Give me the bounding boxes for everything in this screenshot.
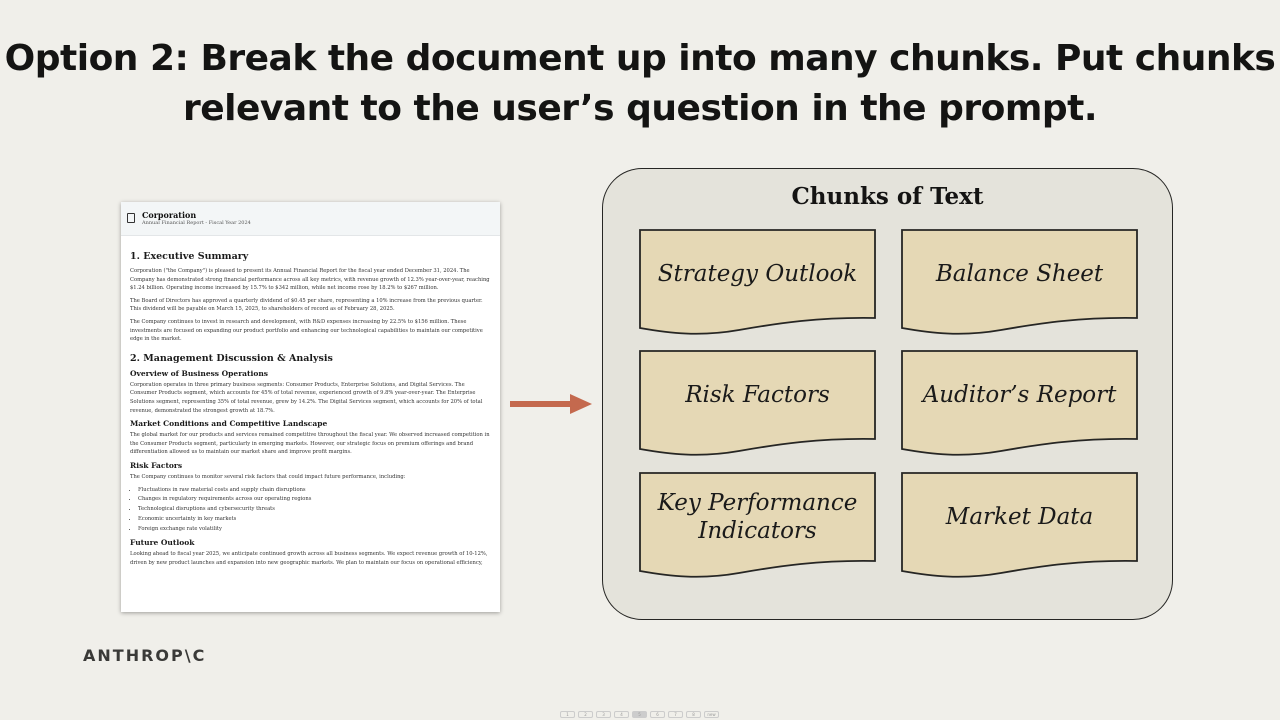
chunk-label: Auditor’s Report <box>922 382 1117 408</box>
list-item: Economic uncertainty in key markets <box>138 515 491 525</box>
chunk-label: Key Performance Indicators <box>657 490 858 544</box>
chunk-label: Risk Factors <box>685 382 830 408</box>
document-header: Corporation Annual Financial Report - Fi… <box>121 202 500 236</box>
chunk-card: Key Performance Indicators <box>639 472 876 580</box>
chunk-shape <box>639 472 876 578</box>
subsection-heading: Overview of Business Operations <box>130 368 268 378</box>
chunk-shape <box>639 229 876 335</box>
document-preview: Corporation Annual Financial Report - Fi… <box>121 202 500 612</box>
title-prefix: Option 2: <box>4 38 201 79</box>
chunk-card: Market Data <box>901 472 1138 580</box>
chunks-title: Chunks of Text <box>791 183 984 210</box>
paragraph: Corporation ("the Company") is pleased t… <box>130 268 490 292</box>
chunk-card: Risk Factors <box>639 350 876 458</box>
section-heading: 1. Executive Summary <box>130 251 249 262</box>
page-button[interactable]: 1 <box>560 711 575 718</box>
subsection-heading: Market Conditions and Competitive Landsc… <box>130 419 328 429</box>
chunk-label: Market Data <box>945 504 1094 530</box>
chunk-label: Balance Sheet <box>935 261 1104 287</box>
page-button[interactable]: 8 <box>686 711 701 718</box>
section-heading: 2. Management Discussion & Analysis <box>130 352 333 364</box>
document-subtitle: Annual Financial Report - Fiscal Year 20… <box>142 220 251 226</box>
chunk-card: Balance Sheet <box>901 229 1138 337</box>
page-button[interactable]: 7 <box>668 711 683 718</box>
list-item: Fluctuations in raw material costs and s… <box>138 486 491 496</box>
paragraph: The global market for our products and s… <box>130 432 490 456</box>
chunk-shape <box>901 350 1138 456</box>
page-button[interactable]: 3 <box>596 711 611 718</box>
page-button[interactable]: 6 <box>650 711 665 718</box>
paragraph: The Board of Directors has approved a qu… <box>130 297 483 313</box>
page-button[interactable]: new <box>704 711 719 718</box>
subsection-heading: Risk Factors <box>130 460 183 470</box>
list-item: Technological disruptions and cybersecur… <box>138 505 491 515</box>
paragraph: Corporation operates in three primary bu… <box>130 381 483 414</box>
anthropic-logo: ANTHROP\C <box>83 646 207 665</box>
document-icon <box>127 213 135 223</box>
arrow-right-icon <box>510 394 592 414</box>
chunk-label: Strategy Outlook <box>657 261 858 287</box>
paragraph: Looking ahead to fiscal year 2025, we an… <box>130 551 488 567</box>
chunk-card: Auditor’s Report <box>901 350 1138 458</box>
paragraph: The Company continues to monitor several… <box>130 473 406 480</box>
chunk-shape <box>639 350 876 456</box>
slide-title: Option 2: Break the document up into man… <box>0 34 1280 134</box>
paragraph: The Company continues to invest in resea… <box>130 318 483 343</box>
risk-list: Fluctuations in raw material costs and s… <box>138 486 491 535</box>
page-button[interactable]: 2 <box>578 711 593 718</box>
document-title: Corporation <box>142 210 197 220</box>
chunk-shape <box>901 472 1138 578</box>
list-item: Changes in regulatory requirements acros… <box>138 495 491 505</box>
page-button[interactable]: 4 <box>614 711 629 718</box>
title-rest: Break the document up into many chunks. … <box>182 38 1276 129</box>
list-item: Foreign exchange rate volatility <box>138 525 491 535</box>
page-button[interactable]: 5 <box>632 711 647 718</box>
chunk-card: Strategy Outlook <box>639 229 876 337</box>
subsection-heading: Future Outlook <box>130 538 195 548</box>
chunk-shape <box>901 229 1138 335</box>
